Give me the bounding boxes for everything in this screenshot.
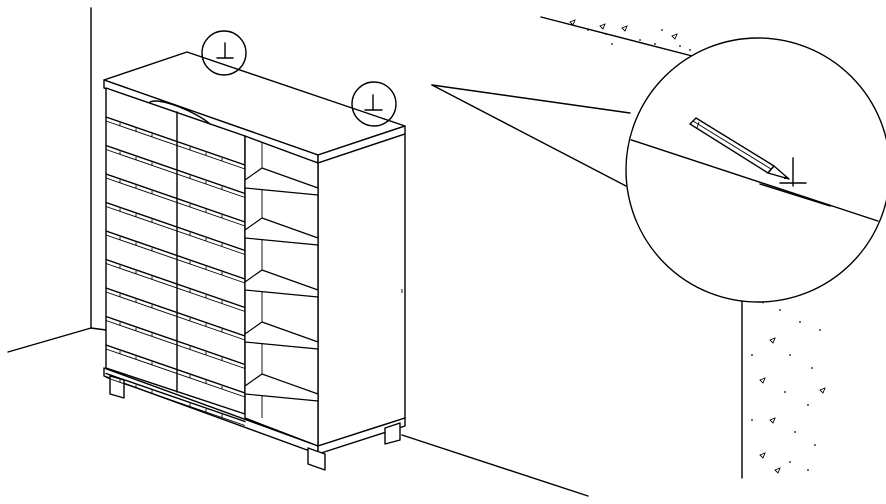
aggregate-stone (759, 377, 766, 384)
shelf (244, 217, 319, 246)
aggregate-dot (807, 404, 809, 406)
drawer-divider (105, 116, 246, 166)
aggregate-stone (769, 337, 776, 344)
aggregate-dot (661, 29, 663, 31)
drawer-fronts (105, 116, 246, 426)
open-shelves (244, 167, 319, 402)
room-lines (7, 7, 589, 497)
aggregate-dot (814, 444, 816, 446)
aggregate-stone (774, 467, 781, 474)
drawer-divider (105, 287, 246, 337)
drawer-divider (105, 344, 246, 394)
aggregate-dot (811, 367, 813, 369)
drawer-divider (105, 230, 246, 280)
wall-section (540, 16, 826, 479)
concrete-texture (569, 19, 826, 474)
drawer-divider (105, 372, 246, 423)
aggregate-dot (819, 329, 821, 331)
aggregate-stone (759, 452, 766, 459)
drawer-divider (105, 201, 246, 252)
aggregate-dot (779, 309, 781, 311)
aggregate-dot (789, 354, 791, 356)
aggregate-dot (751, 419, 753, 421)
aggregate-dot (605, 33, 607, 35)
aggregate-dot (807, 469, 809, 471)
aggregate-dot (679, 45, 681, 47)
drawer-divider (105, 258, 246, 309)
aggregate-stone (671, 33, 678, 40)
aggregate-dot (799, 321, 801, 323)
detail-magnifier-icon (625, 37, 886, 303)
wall-mark-icon (351, 81, 397, 127)
aggregate-dot (587, 29, 589, 31)
aggregate-stone (621, 25, 628, 32)
aggregate-stone (569, 19, 576, 26)
shelf (244, 321, 319, 350)
aggregate-dot (794, 431, 796, 433)
aggregate-dot (789, 461, 791, 463)
aggregate-stone (819, 387, 826, 394)
aggregate-dot (654, 43, 656, 45)
aggregate-stone (769, 417, 776, 424)
shelf (244, 167, 319, 196)
aggregate-dot (611, 43, 613, 45)
drawer-divider (105, 315, 246, 366)
shelf (244, 373, 319, 402)
drawer-divider (105, 173, 246, 223)
shelf (244, 269, 319, 298)
aggregate-stone (599, 23, 606, 30)
aggregate-dot (689, 49, 691, 51)
cabinet-icon (103, 51, 406, 471)
pencil-icon (689, 117, 790, 180)
drawer-divider (105, 144, 246, 195)
aggregate-dot (751, 354, 753, 356)
aggregate-dot (639, 39, 641, 41)
detail-callout (431, 84, 631, 187)
wall-mark-icon (201, 30, 247, 76)
aggregate-dot (784, 391, 786, 393)
